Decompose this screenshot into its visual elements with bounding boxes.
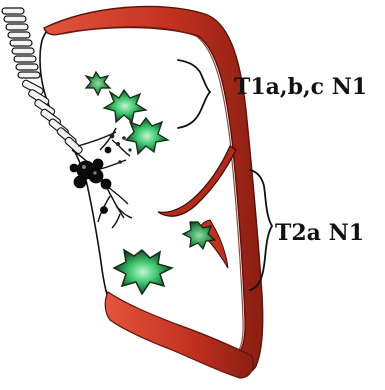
trachea	[2, 8, 40, 78]
stage-label-lower: T2a N1	[275, 222, 364, 244]
stage-label-upper: T1a,b,c N1	[234, 76, 367, 98]
